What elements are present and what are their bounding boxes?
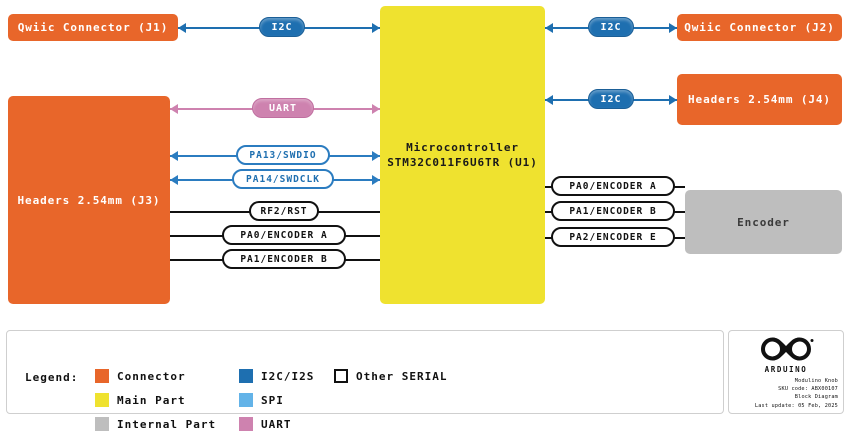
block-label: Encoder <box>737 215 790 229</box>
bus-pill-i2c-j1[interactable]: I2C <box>259 17 305 37</box>
legend-item-spi: SPI <box>239 393 284 407</box>
bus-pill-label: UART <box>268 102 298 114</box>
arrow-right-i2c-j4 <box>669 95 677 105</box>
bus-pill-label: RF2/RST <box>260 205 308 217</box>
arrow-right-swdclk <box>372 175 380 185</box>
bus-pill-label: PA2/ENCODER E <box>569 231 657 243</box>
arduino-infinity-icon <box>761 337 814 361</box>
legend-item-main-part: Main Part <box>95 393 186 407</box>
legend-label: Main Part <box>117 393 186 407</box>
mcu-label-line1: Microcontroller <box>406 141 519 154</box>
block-label: Headers 2.54mm (J3) <box>17 193 161 207</box>
legend-swatch-other-serial <box>334 369 348 383</box>
bus-pill-pa1-j3[interactable]: PA1/ENCODER B <box>222 249 346 269</box>
meta-last-update: Last update: 05 Feb, 2025 <box>754 402 838 409</box>
arduino-wordmark: ARDUINO <box>764 365 808 374</box>
bus-pill-swdclk[interactable]: PA14/SWDCLK <box>232 169 334 189</box>
block-encoder[interactable]: Encoder <box>685 190 842 254</box>
document-meta-panel: ARDUINO Modulino Knob SKU code: ABX00107… <box>728 330 844 414</box>
legend-swatch-main-part <box>95 393 109 407</box>
bus-pill-i2c-j4[interactable]: I2C <box>588 89 634 109</box>
bus-pill-i2c-j2[interactable]: I2C <box>588 17 634 37</box>
arrow-right-i2c-j1 <box>372 23 380 33</box>
arrow-left-swdio <box>170 151 178 161</box>
legend-title: Legend: <box>25 371 79 384</box>
legend-label: I2C/I2S <box>261 369 315 383</box>
bus-pill-label: PA1/ENCODER B <box>240 253 328 265</box>
bus-pill-swdio[interactable]: PA13/SWDIO <box>236 145 330 165</box>
bus-pill-label: I2C <box>600 93 622 105</box>
bus-pill-label: PA0/ENCODER A <box>240 229 328 241</box>
legend-label: SPI <box>261 393 284 407</box>
legend-item-uart: UART <box>239 417 292 431</box>
legend-label: UART <box>261 417 292 431</box>
legend-item-other-serial: Other SERIAL <box>334 369 447 383</box>
meta-text-block: Modulino Knob SKU code: ABX00107 Block D… <box>755 377 838 410</box>
arrow-left-uart-j3 <box>170 104 178 114</box>
arduino-logo: ARDUINO <box>756 337 816 374</box>
arrow-left-i2c-j4 <box>545 95 553 105</box>
arrow-right-uart-j3 <box>372 104 380 114</box>
arrow-right-i2c-j2 <box>669 23 677 33</box>
block-qwiic-connector-j2[interactable]: Qwiic Connector (J2) <box>677 14 842 41</box>
meta-doc-type: Block Diagram <box>794 394 838 401</box>
arrow-right-swdio <box>372 151 380 161</box>
legend-item-i2c-i2s: I2C/I2S <box>239 369 314 383</box>
legend-label: Other SERIAL <box>356 369 448 383</box>
bus-pill-label: I2C <box>600 21 622 33</box>
arrow-left-i2c-j2 <box>545 23 553 33</box>
legend-swatch-spi <box>239 393 253 407</box>
arrow-left-i2c-j1 <box>178 23 186 33</box>
meta-product: Modulino Knob <box>794 378 838 384</box>
legend-swatch-internal-part <box>95 417 109 431</box>
bus-pill-label: PA13/SWDIO <box>249 149 317 161</box>
bus-pill-label: PA0/ENCODER A <box>569 180 657 192</box>
block-label: Qwiic Connector (J2) <box>684 21 835 34</box>
block-label: Headers 2.54mm (J4) <box>688 93 831 106</box>
legend-swatch-uart <box>239 417 253 431</box>
meta-sku: SKU code: ABX00107 <box>778 386 838 393</box>
mcu-label-line2: STM32C011F6U6TR (U1) <box>387 156 538 169</box>
block-qwiic-connector-j1[interactable]: Qwiic Connector (J1) <box>8 14 178 41</box>
legend-item-connector: Connector <box>95 369 186 383</box>
bus-pill-pa2-enc[interactable]: PA2/ENCODER E <box>551 227 675 247</box>
legend-swatch-i2c-i2s <box>239 369 253 383</box>
block-diagram-canvas: Qwiic Connector (J1) Headers 2.54mm (J3)… <box>6 6 844 431</box>
arrow-left-swdclk <box>170 175 178 185</box>
bus-pill-uart[interactable]: UART <box>252 98 314 118</box>
bus-pill-label: I2C <box>271 21 293 33</box>
block-label: Qwiic Connector (J1) <box>17 21 169 34</box>
block-headers-j4[interactable]: Headers 2.54mm (J4) <box>677 74 842 125</box>
bus-pill-pa0-enc[interactable]: PA0/ENCODER A <box>551 176 675 196</box>
block-headers-j3[interactable]: Headers 2.54mm (J3) <box>8 96 170 304</box>
legend-item-internal-part: Internal Part <box>95 417 216 431</box>
block-microcontroller[interactable]: Microcontroller STM32C011F6U6TR (U1) <box>380 6 545 304</box>
bus-pill-label: PA14/SWDCLK <box>246 173 320 185</box>
legend-label: Internal Part <box>117 417 217 431</box>
bus-pill-label: PA1/ENCODER B <box>569 205 657 217</box>
bus-pill-rst[interactable]: RF2/RST <box>249 201 319 221</box>
legend-panel: Legend: Connector Main Part Internal Par… <box>6 330 724 431</box>
bus-pill-pa1-enc[interactable]: PA1/ENCODER B <box>551 201 675 221</box>
bus-pill-pa0-j3[interactable]: PA0/ENCODER A <box>222 225 346 245</box>
legend-label: Connector <box>117 369 186 383</box>
legend-swatch-connector <box>95 369 109 383</box>
